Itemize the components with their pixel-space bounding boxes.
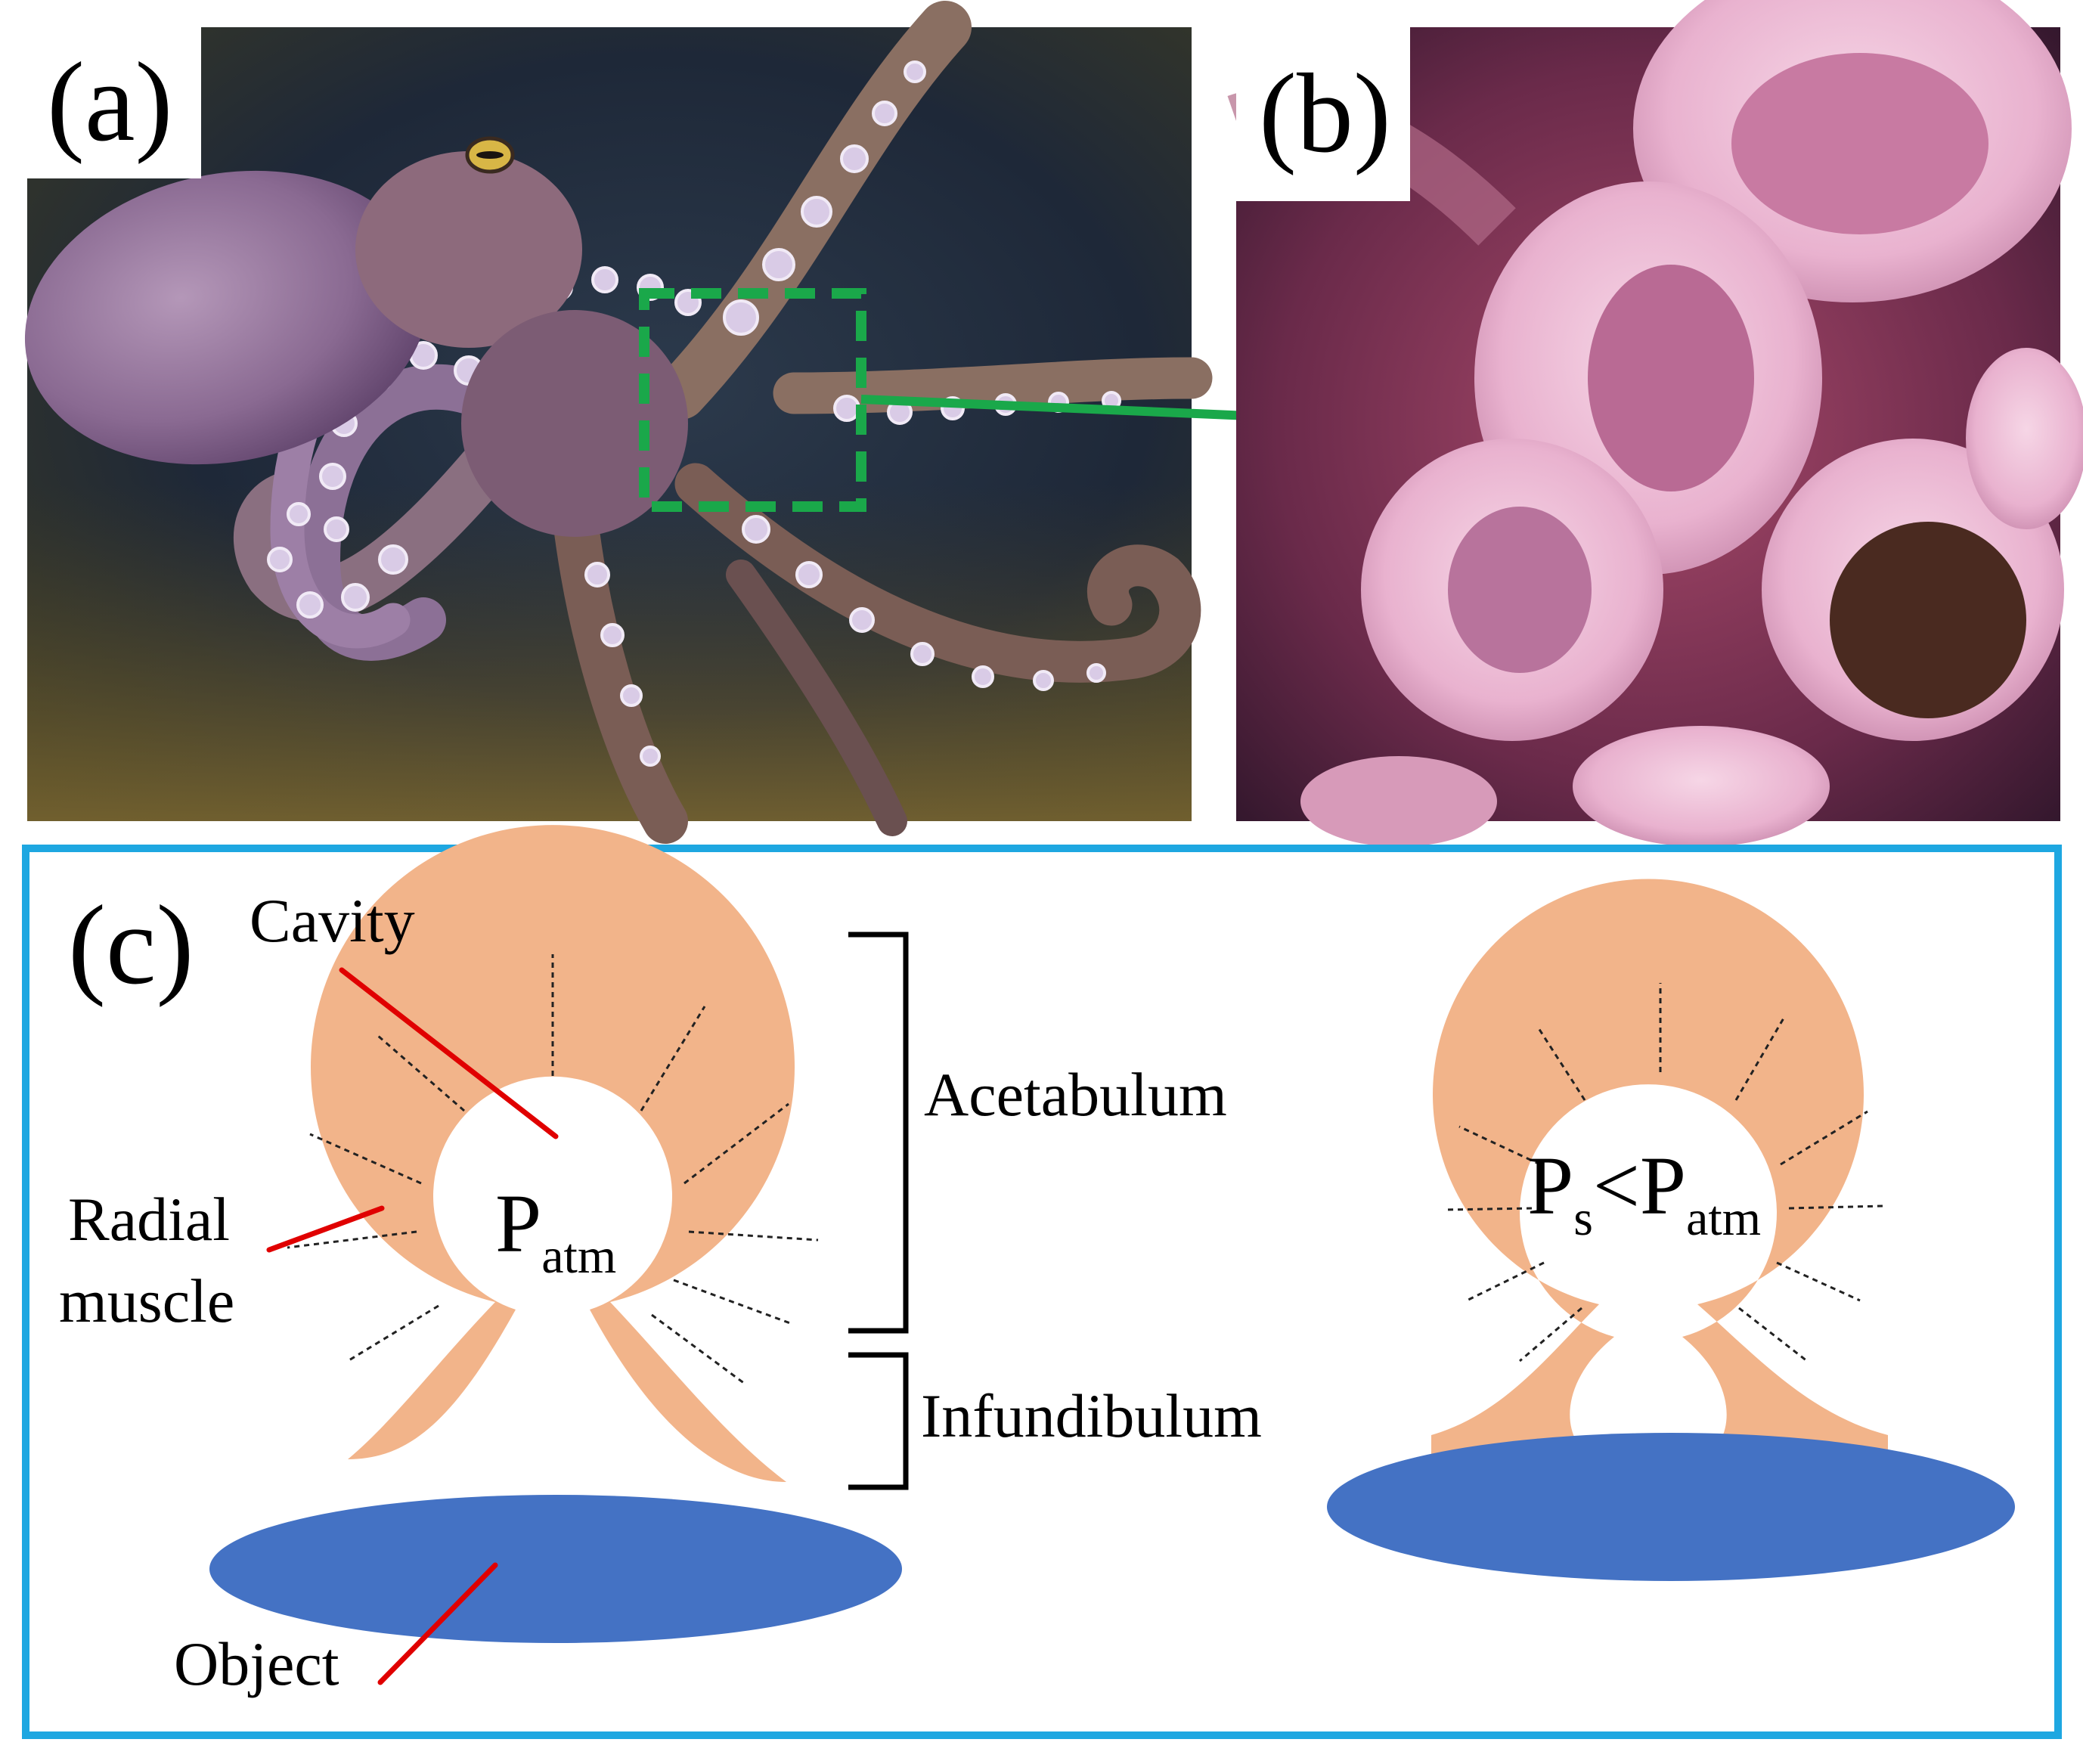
left-object bbox=[209, 1495, 902, 1643]
octopus-mantle bbox=[24, 170, 429, 465]
octopus-body bbox=[461, 310, 688, 537]
closeup-suckers bbox=[1227, 0, 2083, 847]
left-radial-muscle-lines bbox=[287, 954, 819, 1385]
left-pressure: Patm bbox=[495, 1177, 616, 1284]
object-label: Object bbox=[174, 1629, 339, 1698]
panel-b: (b) bbox=[1227, 0, 2083, 847]
right-object bbox=[1327, 1433, 2015, 1581]
panel-b-label-bg bbox=[1236, 27, 1410, 201]
brackets bbox=[848, 932, 909, 1490]
infundibulum-label: Infundibulum bbox=[921, 1381, 1262, 1450]
radial-label-line1: Radial bbox=[68, 1185, 230, 1254]
right-sucker: Ps<Patm bbox=[1431, 879, 1888, 1456]
left-sucker: Patm bbox=[287, 825, 819, 1482]
panel-a-label-bg bbox=[27, 27, 201, 178]
right-pressure: Ps<Patm bbox=[1527, 1139, 1761, 1246]
radial-label-line2: muscle bbox=[59, 1266, 234, 1335]
zoom-box bbox=[639, 288, 866, 512]
cavity-label: Cavity bbox=[250, 886, 415, 955]
left-sucker-body bbox=[311, 825, 795, 1482]
octopus-pupil bbox=[476, 151, 504, 159]
panel-c: (c) Patm bbox=[22, 825, 2062, 1739]
panel-b-label: (b) bbox=[1259, 51, 1391, 176]
right-sucker-body bbox=[1431, 879, 1888, 1456]
acetabulum-bracket bbox=[848, 932, 909, 1334]
radial-muscle-pointer bbox=[266, 1205, 385, 1253]
panel-c-label: (c) bbox=[68, 882, 194, 1008]
infundibulum-bracket bbox=[848, 1352, 909, 1490]
acetabulum-label: Acetabulum bbox=[924, 1060, 1227, 1129]
octopus-head bbox=[355, 151, 582, 348]
panel-a: (a) bbox=[24, 1, 1213, 844]
right-radial-muscle-lines bbox=[1443, 983, 1883, 1363]
octopus-arms bbox=[233, 1, 1213, 844]
object-pointer bbox=[377, 1562, 498, 1685]
pointer-lines bbox=[266, 967, 559, 1685]
cavity-pointer bbox=[339, 967, 559, 1139]
panel-a-label: (a) bbox=[47, 39, 172, 165]
